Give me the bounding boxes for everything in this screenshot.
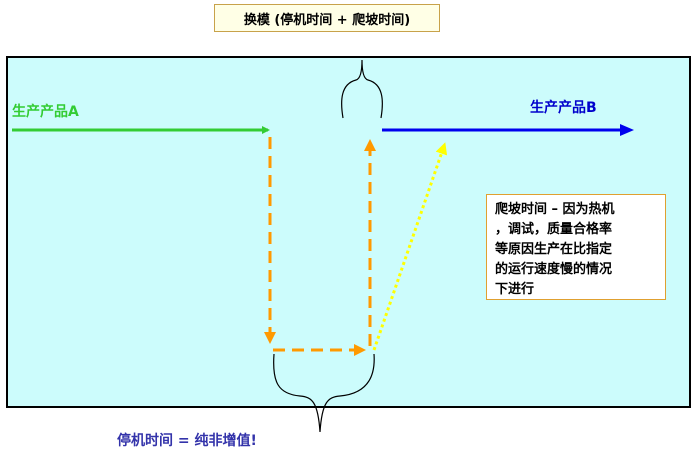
product-a-label: 生产产品A [12, 104, 79, 120]
ramp-up-arrow [372, 142, 448, 351]
ramp-time-note: 爬坡时间 – 因为热机 ，调试，质量合格率 等原因生产在比指定 的运行速度慢的情… [486, 194, 666, 300]
changeover-title-label: 换模 (停机时间 + 爬坡时间) [214, 4, 440, 32]
downtime-label: 停机时间 = 纯非增值! [117, 433, 257, 449]
downtime-brace [273, 353, 375, 433]
changeover-brace [341, 59, 383, 119]
product-b-label: 生产产品B [530, 100, 597, 116]
